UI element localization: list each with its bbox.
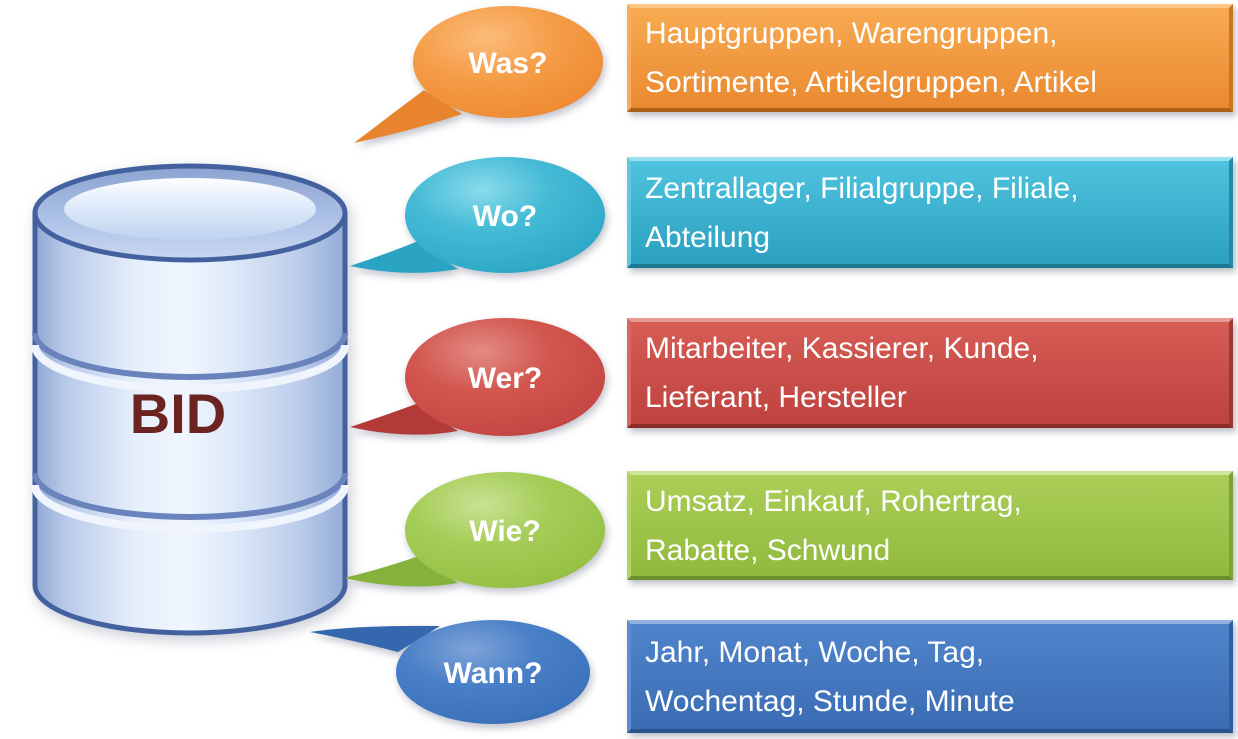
bubble-body	[413, 6, 603, 118]
answer-box-wie: Umsatz, Einkauf, Rohertrag, Rabatte, Sch…	[627, 471, 1233, 580]
bubble-label: Wann?	[444, 657, 543, 690]
cylinder-groove-bottom-dark	[32, 472, 348, 520]
speech-bubble-wer: Wer?	[350, 318, 605, 436]
cylinder-groove-bottom-light	[31, 484, 349, 533]
answer-box-wer: Mitarbeiter, Kassierer, Kunde, Lieferant…	[627, 318, 1233, 428]
bubble-body	[405, 472, 605, 588]
bubble-tail	[354, 90, 462, 143]
answer-text: Zentrallager, Filialgruppe, Filiale, Abt…	[645, 171, 1079, 254]
answer-box-wo: Zentrallager, Filialgruppe, Filiale, Abt…	[627, 157, 1233, 268]
database-label: BID	[130, 382, 226, 445]
bubble-tail	[310, 625, 440, 652]
speech-bubble-wie: Wie?	[344, 472, 605, 588]
answer-box-wann: Jahr, Monat, Woche, Tag, Wochentag, Stun…	[627, 620, 1233, 733]
bubble-body	[396, 620, 590, 724]
speech-bubble-was: Was?	[354, 6, 603, 143]
bubble-label: Wie?	[469, 515, 540, 548]
bubble-label: Was?	[469, 47, 548, 80]
bubble-tail	[350, 242, 458, 273]
bubble-label: Wo?	[473, 200, 537, 233]
bubble-label: Wer?	[468, 362, 542, 395]
bubble-tail	[344, 557, 458, 587]
database-cylinder-icon: BID	[31, 163, 349, 636]
cylinder-body	[32, 210, 348, 636]
bubble-tail	[350, 404, 458, 435]
bubble-body	[405, 157, 605, 273]
answer-box-was: Hauptgruppen, Warengruppen, Sortimente, …	[627, 4, 1233, 112]
answer-text: Hauptgruppen, Warengruppen, Sortimente, …	[645, 17, 1097, 99]
speech-bubble-wann: Wann?	[310, 620, 590, 724]
bubble-body	[405, 318, 605, 436]
cylinder-groove-top-light	[31, 344, 349, 393]
cylinder-lid-highlight	[64, 178, 316, 240]
answer-text: Mitarbeiter, Kassierer, Kunde, Lieferant…	[645, 332, 1039, 414]
answer-text: Umsatz, Einkauf, Rohertrag, Rabatte, Sch…	[645, 484, 1022, 567]
answer-text: Jahr, Monat, Woche, Tag, Wochentag, Stun…	[645, 635, 1015, 718]
speech-bubble-wo: Wo?	[350, 157, 605, 273]
cylinder-groove-top-dark	[32, 332, 348, 380]
